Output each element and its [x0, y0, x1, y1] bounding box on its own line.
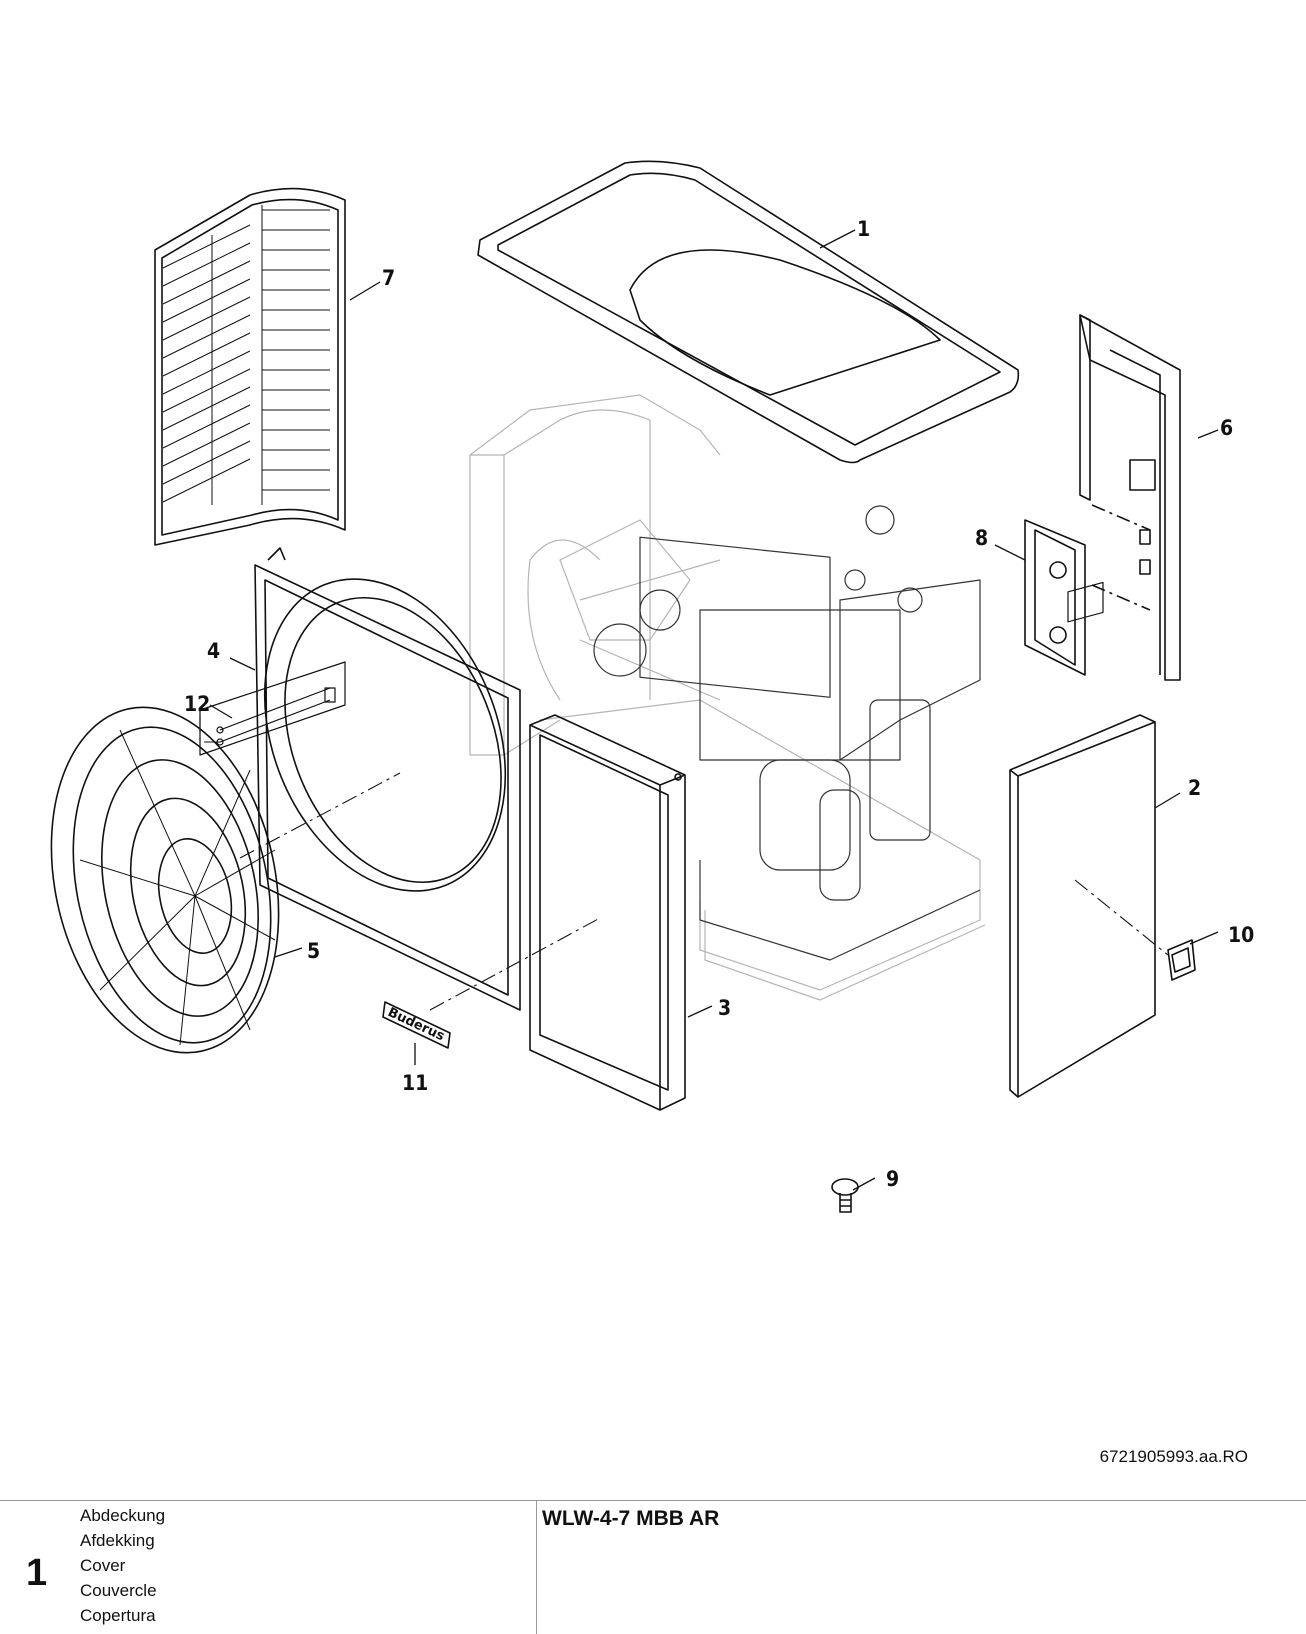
part-6-side-panel: [1079, 314, 1181, 681]
part-name-fr: Couvercle: [80, 1581, 157, 1600]
part-9-screw: [831, 1178, 859, 1213]
drawing-reference-code: 6721905993.aa.RO: [1099, 1447, 1248, 1466]
exploded-parts-drawing: Buderus 1 2 3 4 5 6 7 8 9 10 11 12: [50, 160, 1254, 1213]
part-name-it: Copertura: [80, 1606, 156, 1625]
part-10-handle: [1167, 939, 1196, 981]
unit-housing-ghost: [469, 394, 986, 1001]
part-name-en: Cover: [80, 1556, 126, 1575]
leader-lines: [209, 229, 1219, 1191]
callout-1: 1: [857, 217, 870, 241]
part-12-bracket: [199, 661, 346, 756]
part-7-rear-grille: [154, 187, 346, 546]
part-1-top-cover: [477, 160, 1020, 464]
part-2-side-panel: [1009, 581, 1156, 1098]
part-11-logo-badge: [382, 1001, 451, 1049]
page-number: 1: [26, 1552, 48, 1594]
callout-9: 9: [886, 1167, 899, 1191]
callout-11: 11: [402, 1071, 428, 1095]
callout-2: 2: [1188, 776, 1201, 800]
title-block-divider: [536, 1501, 537, 1634]
part-4-front-frame: [254, 547, 521, 1011]
callout-4: 4: [207, 639, 220, 663]
part-3-front-panel: [529, 714, 686, 1111]
callout-3: 3: [718, 996, 731, 1020]
title-block: 1 Abdeckung Afdekking Cover Couvercle Co…: [0, 1500, 1306, 1634]
callout-12: 12: [184, 692, 210, 716]
callout-5: 5: [307, 939, 320, 963]
logo-badge-text: Buderus: [385, 1005, 447, 1044]
callout-8: 8: [975, 526, 988, 550]
part-name-de: Abdeckung: [80, 1506, 166, 1525]
part-name-translations: Abdeckung Afdekking Cover Couvercle Cope…: [80, 1503, 165, 1628]
model-name: WLW-4-7 MBB AR: [542, 1507, 720, 1530]
part-8-cover-plate: [1024, 519, 1086, 676]
part-name-nl: Afdekking: [80, 1531, 155, 1550]
part-5-fan-guard: [50, 706, 280, 1054]
assembly-lines: [199, 710, 1169, 1011]
callout-7: 7: [382, 266, 395, 290]
callout-10: 10: [1228, 923, 1254, 947]
internal-components: [593, 505, 981, 961]
callout-6: 6: [1220, 416, 1233, 440]
